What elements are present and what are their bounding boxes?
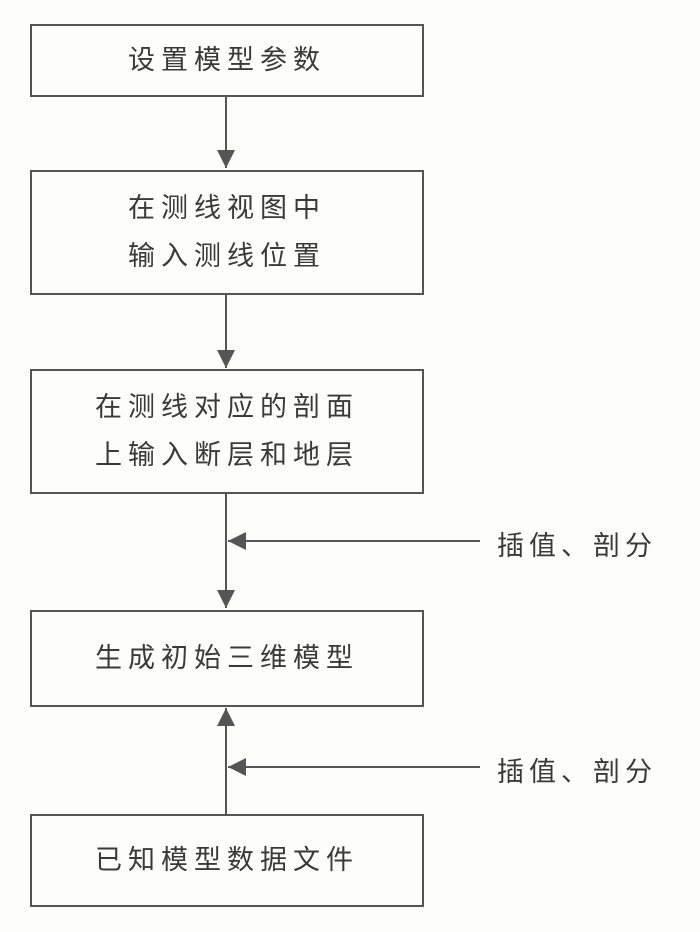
step-text: 上输入断层和地层 — [95, 439, 359, 471]
side-label-interpolation-1: 插值、剖分 — [497, 531, 657, 562]
step-generate-initial-3d-model: 生成初始三维模型 — [30, 610, 424, 707]
step-text: 输入测线位置 — [128, 240, 326, 272]
step-input-survey-line: 在测线视图中 输入测线位置 — [30, 170, 424, 295]
step-text: 在测线视图中 — [128, 192, 326, 224]
step-known-model-data-file: 已知模型数据文件 — [30, 814, 424, 907]
side-label-interpolation-2: 插值、剖分 — [497, 757, 657, 788]
step-text: 设置模型参数 — [128, 44, 326, 76]
step-text: 在测线对应的剖面 — [95, 391, 359, 423]
step-text: 生成初始三维模型 — [95, 642, 359, 674]
step-input-faults-strata: 在测线对应的剖面 上输入断层和地层 — [30, 369, 424, 494]
step-set-model-parameters: 设置模型参数 — [30, 24, 424, 97]
step-text: 已知模型数据文件 — [95, 844, 359, 876]
